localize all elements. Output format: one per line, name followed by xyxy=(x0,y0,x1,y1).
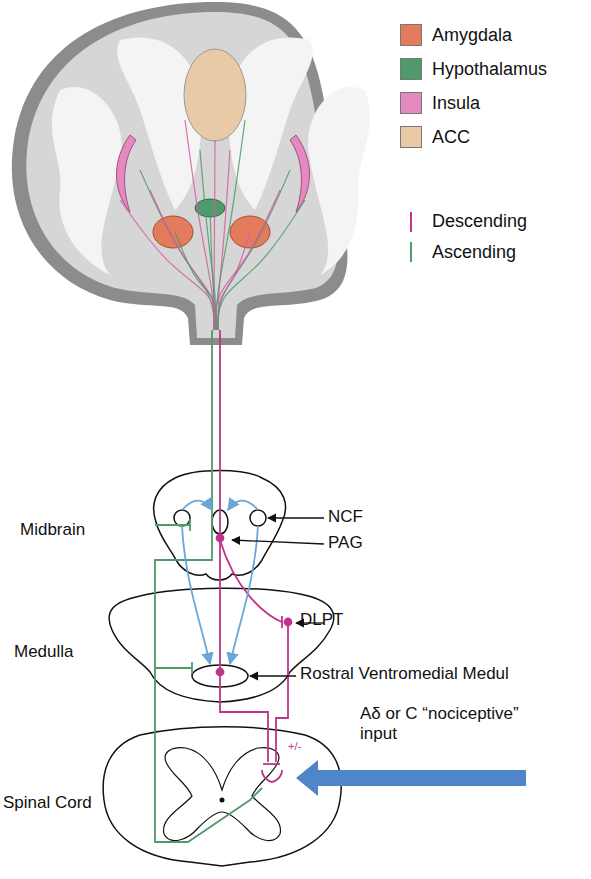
level-label: Midbrain xyxy=(20,520,85,540)
input-arrow xyxy=(296,760,526,796)
legend-text: Ascending xyxy=(432,242,516,263)
legend-line-sample xyxy=(410,242,412,262)
legend-text: Descending xyxy=(432,211,527,232)
level-label: Medulla xyxy=(14,642,74,662)
structure-label: DLPT xyxy=(300,610,343,630)
input-label: Aδ or C “nociceptive” input xyxy=(360,704,550,745)
ncf-projection xyxy=(182,501,258,664)
ascending-pathway xyxy=(155,330,262,842)
descending-pathway xyxy=(217,330,292,782)
structure-label: Rostral Ventromedial Medul xyxy=(300,664,509,684)
brain-section xyxy=(12,2,370,345)
fibre xyxy=(120,200,216,330)
legend-swatch xyxy=(400,126,422,148)
sign-label: +/- xyxy=(288,740,301,753)
spinal-cord-section xyxy=(103,727,341,866)
legend-text: Insula xyxy=(432,93,480,114)
fibre xyxy=(218,232,250,330)
fibre xyxy=(218,170,290,330)
legend-line-sample xyxy=(410,212,412,232)
legend-swatch xyxy=(400,92,422,114)
fibre xyxy=(140,170,214,330)
fibre xyxy=(185,120,214,330)
medulla-section xyxy=(109,588,334,702)
legend-text: Amygdala xyxy=(432,25,512,46)
structure-label: NCF xyxy=(328,507,363,527)
legend-swatch xyxy=(400,58,422,80)
legend-text: Hypothalamus xyxy=(432,59,547,80)
leader-arrow xyxy=(232,518,324,676)
fibre xyxy=(216,120,245,330)
legend-text: ACC xyxy=(432,127,470,148)
structure-label: PAG xyxy=(328,533,363,553)
level-label: Spinal Cord xyxy=(3,793,92,813)
legend-swatch xyxy=(400,24,422,46)
